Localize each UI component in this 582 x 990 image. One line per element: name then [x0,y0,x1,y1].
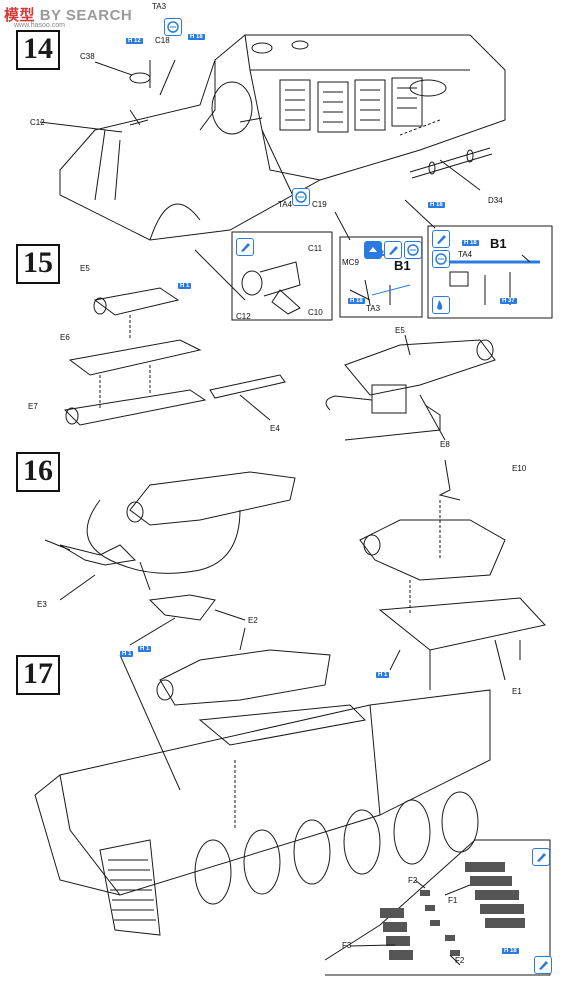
paint-icon [236,238,254,256]
part-label-f2-top: F2 [408,876,418,885]
part-label-e4: E4 [270,424,280,433]
step-16-box: 16 [16,452,60,492]
watermark: 模型 BY SEARCH [4,4,132,25]
paint-badge: H 18 [462,240,479,246]
step14-hull-drawing [39,34,506,241]
paint-badge: H 12 [126,38,143,44]
paint-badge: H 1 [178,283,192,289]
step-17-box: 17 [16,655,60,695]
paint-icon [432,230,450,248]
paint-badge: H 1 [120,651,134,657]
cement-icon [432,250,450,268]
part-label-c18: C18 [155,36,170,45]
part-label-b1-mid: B1 [394,258,411,273]
cement-icon [164,18,182,36]
part-label-c10: C10 [308,308,323,317]
cement-icon [292,188,310,206]
part-label-c38: C38 [80,52,95,61]
step15-drawing [63,287,496,441]
paint-icon [432,296,450,314]
part-label-c12-inset: C12 [236,312,251,321]
paint-badge: H 18 [374,250,391,256]
part-label-d34: D34 [488,196,503,205]
paint-badge: H 18 [502,948,519,954]
part-label-mc9: MC9 [342,258,359,267]
paint-icon [384,241,402,259]
part-label-ta3-mid: TA3 [366,304,381,313]
part-label-ta3-top: TA3 [152,2,167,11]
step16-drawing [44,459,546,690]
paint-badge: H 1 [376,672,390,678]
cement-icon [404,241,422,259]
part-label-f3: F3 [342,941,352,950]
part-label-f2-bottom: F2 [455,956,465,965]
part-label-e8: E8 [440,440,450,449]
part-label-e6: E6 [60,333,70,342]
paint-badge: H 37 [500,298,517,304]
part-label-e1: E1 [512,687,522,696]
watermark-brand-en: BY SEARCH [39,7,133,24]
paint-icon [532,848,550,866]
part-label-c19: C19 [312,200,327,209]
part-label-c11: C11 [308,244,323,253]
step14-insets [194,199,553,321]
paint-icon [534,956,552,974]
step-14-box: 14 [16,30,60,70]
part-label-e2: E2 [248,616,258,625]
part-label-b1-right: B1 [490,236,507,251]
paint-badge: H 18 [428,202,445,208]
option-icon [364,241,382,259]
step-15-box: 15 [16,244,60,284]
part-label-e7: E7 [28,402,38,411]
watermark-url: www.hasoo.com [14,22,65,29]
part-label-e3: E3 [37,600,47,609]
part-label-f1: F1 [448,896,458,905]
part-label-ta4-right: TA4 [458,250,473,259]
part-label-e10: E10 [512,464,527,473]
paint-badge: H 18 [188,34,205,40]
paint-badge: H 1 [138,646,152,652]
part-label-e5-top: E5 [80,264,90,273]
step17-tank-drawing [34,627,551,976]
part-label-c12: C12 [30,118,45,127]
part-label-ta4-left: TA4 [278,200,293,209]
part-label-e5-right: E5 [395,326,405,335]
watermark-brand-cn: 模型 [4,7,36,24]
paint-badge: H 18 [348,298,365,304]
